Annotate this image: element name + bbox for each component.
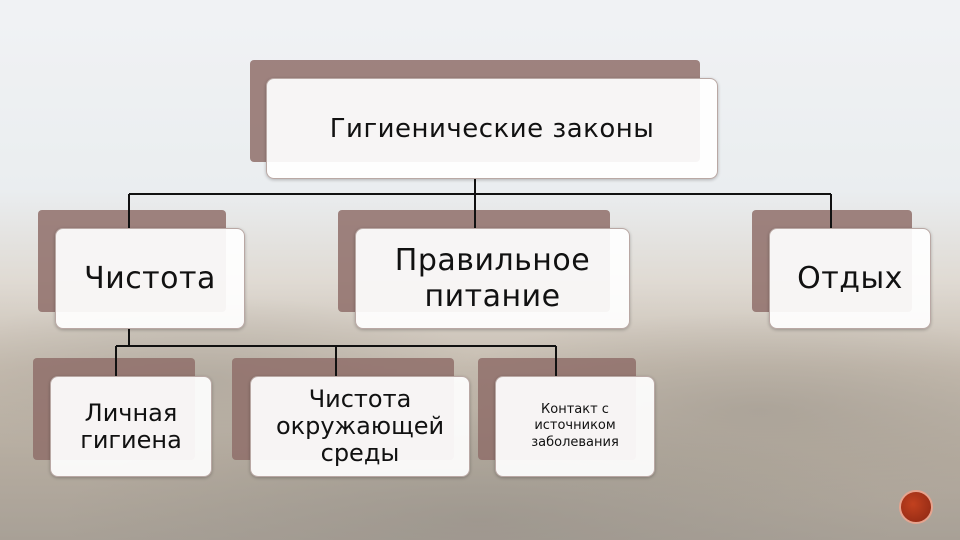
node-lichnaya-gigiena-label: Личная гигиена	[80, 398, 182, 454]
node-chistota-sredy: Чистота окружающей среды	[250, 376, 470, 477]
slide-number-badge	[899, 490, 933, 524]
root-node-label: Гигиенические законы	[329, 113, 655, 144]
node-pravilnoe-pitanie-label: Правильное питание	[394, 243, 591, 314]
node-otdyh: Отдых	[769, 228, 931, 329]
node-kontakt: Контакт с источником заболевания	[495, 376, 655, 477]
node-pravilnoe-pitanie: Правильное питание	[355, 228, 630, 329]
node-chistota-sredy-label: Чистота окружающей среды	[275, 385, 445, 467]
node-chistota: Чистота	[55, 228, 245, 329]
node-lichnaya-gigiena: Личная гигиена	[50, 376, 212, 477]
root-node: Гигиенические законы	[266, 78, 718, 179]
node-kontakt-label: Контакт с источником заболевания	[531, 402, 619, 450]
node-otdyh-label: Отдых	[797, 260, 903, 296]
node-chistota-label: Чистота	[84, 260, 216, 296]
